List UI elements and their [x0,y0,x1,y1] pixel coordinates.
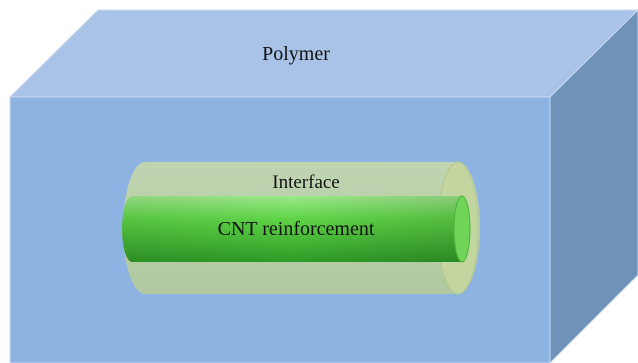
cnt-end-cap [453,195,471,263]
polymer-label: Polymer [262,43,330,65]
cnt-cylinder [122,195,471,263]
interface-label: Interface [272,172,340,193]
cnt-reinforcement-label: CNT reinforcement [217,218,375,240]
